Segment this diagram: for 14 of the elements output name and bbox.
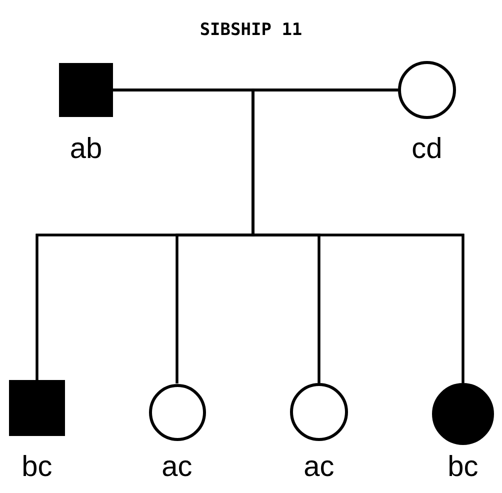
unaffected-female-circle bbox=[398, 61, 456, 119]
affected-male-square bbox=[9, 380, 65, 436]
pedigree-line bbox=[252, 88, 464, 383]
affected-male-square bbox=[59, 63, 113, 117]
affected-female-circle bbox=[432, 383, 494, 445]
genotype-label: bc bbox=[20, 452, 54, 482]
genotype-label: cd bbox=[410, 134, 444, 164]
genotype-label: bc bbox=[446, 452, 480, 482]
title: SIBSHIP 11 bbox=[198, 20, 304, 40]
genotype-label: ab bbox=[68, 134, 104, 164]
genotype-label: ac bbox=[160, 452, 194, 482]
unaffected-female-circle bbox=[148, 384, 206, 440]
unaffected-female-circle bbox=[290, 383, 348, 441]
genotype-label: ac bbox=[302, 452, 336, 482]
